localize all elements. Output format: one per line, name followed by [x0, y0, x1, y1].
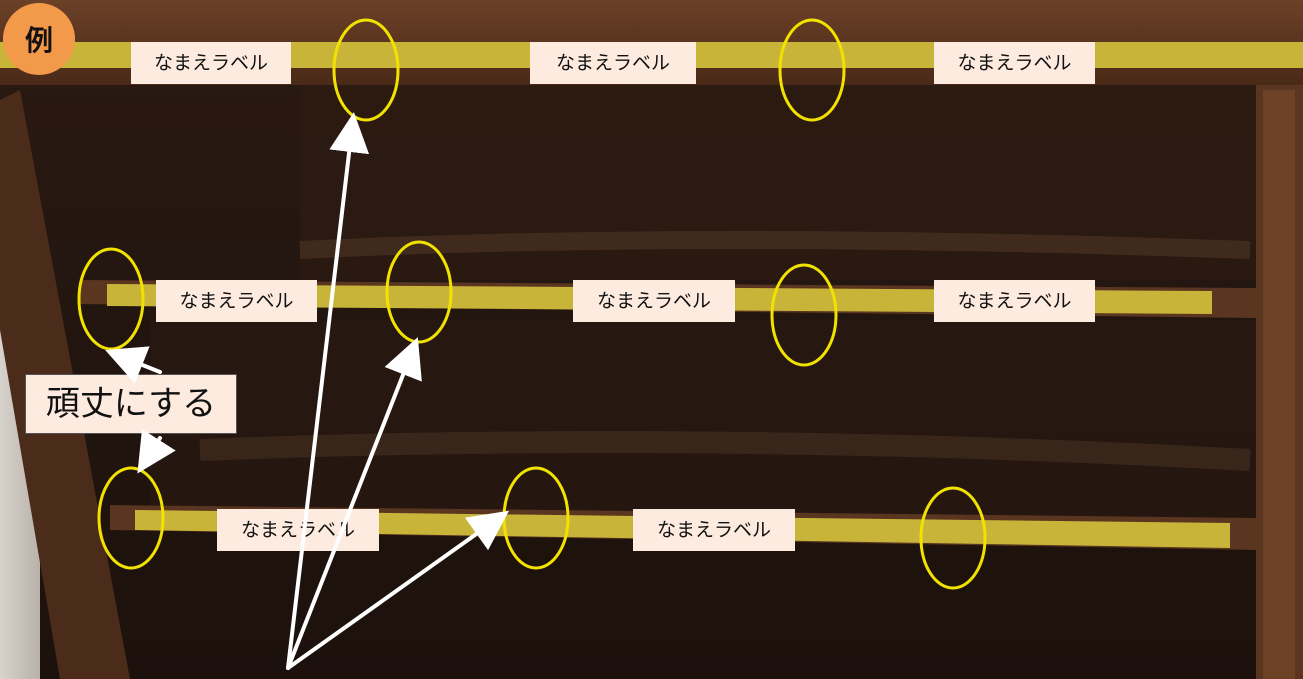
name-label: なまえラベル [573, 280, 735, 322]
highlight-circle [97, 466, 165, 570]
dust-streak [299, 231, 1251, 259]
dust-streak [199, 431, 1251, 471]
example-badge: 例 [3, 3, 75, 75]
highlight-circle [77, 247, 145, 351]
name-label: なまえラベル [530, 42, 696, 84]
name-label: なまえラベル [156, 280, 317, 322]
arrow [137, 429, 176, 474]
reinforce-callout: 頑丈にする [25, 374, 237, 434]
arrow [286, 112, 370, 670]
name-label: なまえラベル [934, 42, 1095, 84]
arrow [105, 346, 162, 384]
highlight-circle [770, 263, 838, 367]
highlight-circle [778, 18, 846, 122]
highlight-circle [919, 486, 987, 590]
back-panel-middle [150, 320, 1260, 520]
right-side-edge [1263, 90, 1295, 679]
highlight-circle [385, 240, 453, 344]
name-label: なまえラベル [217, 509, 379, 551]
arrow [286, 337, 422, 670]
back-panel-upper [300, 80, 1260, 280]
name-label: なまえラベル [131, 42, 291, 84]
highlight-circle [332, 18, 400, 122]
name-label: なまえラベル [633, 509, 795, 551]
highlight-circle [502, 466, 570, 570]
name-label: なまえラベル [934, 280, 1095, 322]
arrow [286, 510, 510, 670]
